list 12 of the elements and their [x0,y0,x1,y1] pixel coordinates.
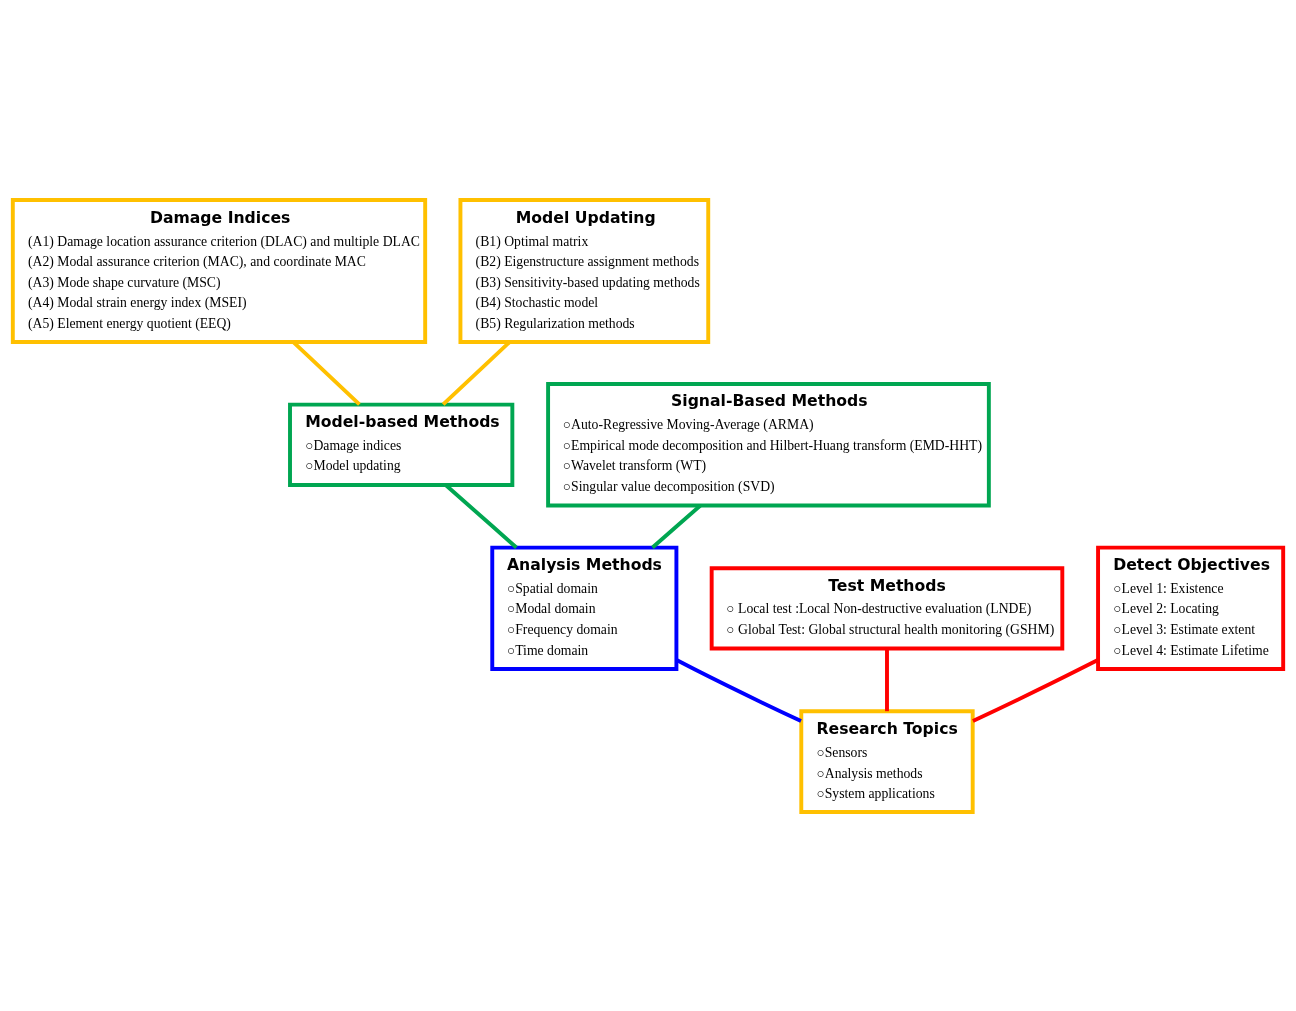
connector [972,657,1099,723]
node-box: Research Topics ○Sensors ○Analysis methods ○System applications [799,708,975,814]
node-box: Test Methods ○ Local test :Local Non-destructive evaluation (LNDE) ○ Global Test: Global structural health monitoring (GSHM) [709,565,1065,650]
node-box: Detect Objectives ○Level 1: Existence ○Level 2: Locating ○Level 3: Estimate extent ○Level 4: Estimate Lifetime [1096,545,1286,671]
node-box: Model-based Methods ○Damage indices ○Model updating [288,402,515,487]
node-box: Model Updating (B1) Optimal matrix (B2) Eigenstructure assignment methods (B3) Sensitivity-based updating methods (B4) Stochastic model (B5) Regularization methods [458,197,711,344]
node-box: Damage Indices (A1) Damage location assurance criterion (DLAC) and multiple DLAC (A2) Modal assurance criterion (MAC), and coordinate MAC (A3) Mode shape curvature (MSC) (A4) Modal strain energy index (MSEI) (A5) Element energy quotient (EEQ) [10,197,428,344]
node-box: Signal-Based Methods ○Auto-Regressive Moving-Average (ARMA) ○Empirical mode decomposition and Hilbert-Huang transform (EMD-HHT) ○Wavelet transform (WT) ○Singular value decomposition (SVD) [546,381,991,507]
connector [885,648,889,711]
connector [651,503,702,549]
connector [675,657,802,723]
node-box: Analysis Methods ○Spatial domain ○Modal domain ○Frequency domain ○Time domain [490,545,679,671]
